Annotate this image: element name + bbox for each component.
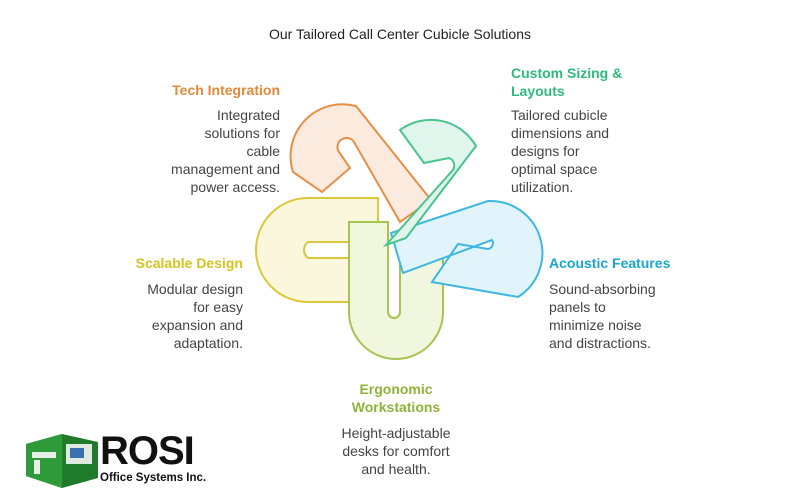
diagram-title: Our Tailored Call Center Cubicle Solutio… [269,26,531,42]
ergonomic-workstations-description: Height-adjustable desks for comfort and … [341,425,451,477]
ergonomic-workstations-heading: Ergonomic Workstations [351,381,441,415]
tech-link [289,103,433,224]
scalable-design-heading: Scalable Design [135,255,243,271]
tech-integration-heading: Tech Integration [172,82,280,98]
rosi-logo: ROSI Office Systems Inc. [22,428,206,492]
acoustic-features-heading: Acoustic Features [549,255,671,271]
logo-subtitle: Office Systems Inc. [100,472,207,484]
custom-sizing-heading: Custom Sizing & Layouts [511,65,623,99]
cubicle-logo-icon [26,434,98,488]
custom-link [382,118,478,248]
scalable-link [255,197,379,303]
logo-wordmark: ROSI [100,429,195,473]
custom-sizing-description: Tailored cubicle dimensions and designs … [511,107,610,195]
acoustic-features-description: Sound-absorbing panels to minimize noise… [549,281,656,351]
acoustic-link [389,199,544,299]
scalable-design-description: Modular design for easy expansion and ad… [147,281,243,351]
tech-integration-description: Integrated solutions for cable managemen… [171,107,280,195]
